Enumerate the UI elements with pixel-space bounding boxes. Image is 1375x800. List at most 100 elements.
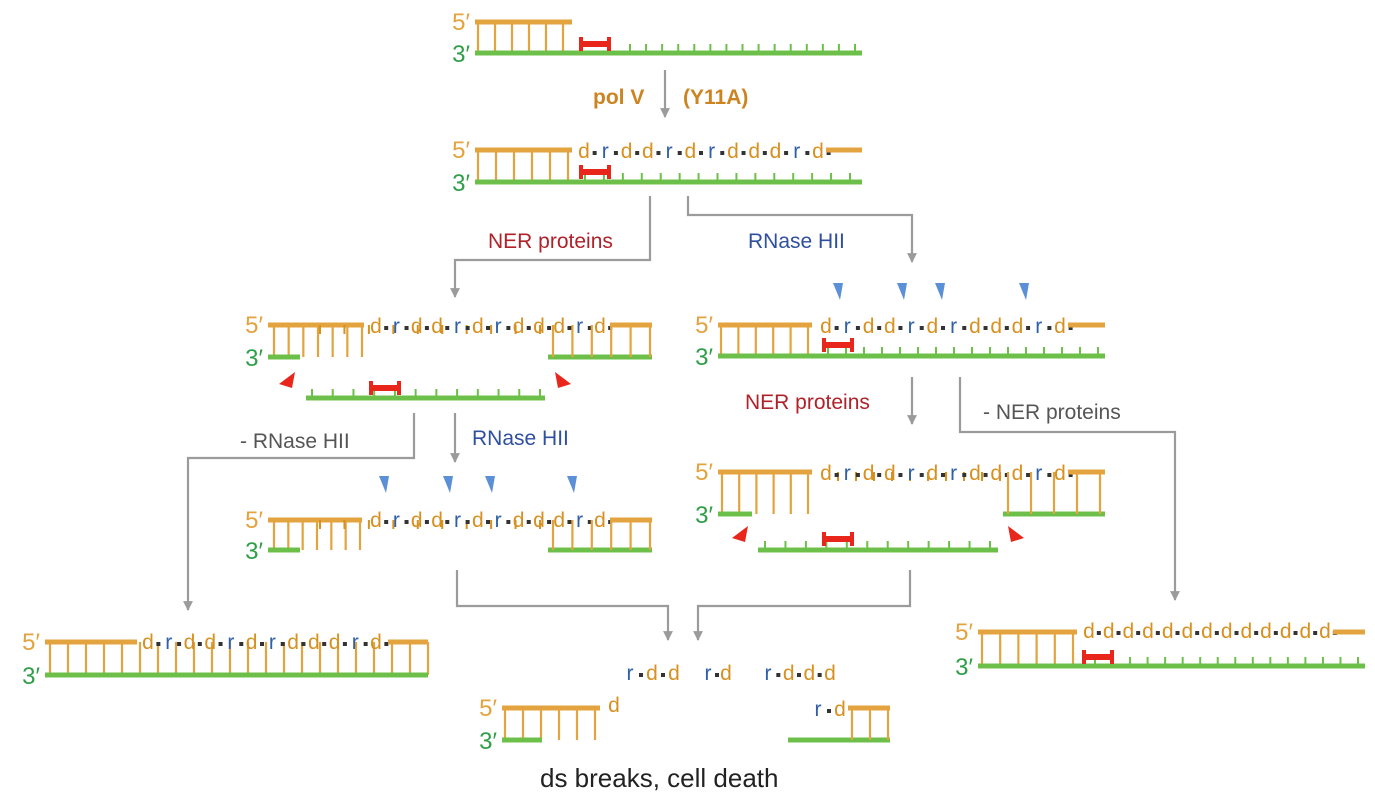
deoxynucleotide-d: d bbox=[608, 694, 620, 717]
phosphate-dot bbox=[322, 642, 327, 646]
phosphate-dot bbox=[218, 642, 223, 646]
deoxynucleotide-d: d bbox=[884, 315, 896, 338]
ribonucleotide-r: r bbox=[815, 698, 822, 721]
lesion-end bbox=[397, 381, 401, 395]
arrow-minus-ner bbox=[958, 377, 1180, 601]
lesion-crosslink bbox=[371, 385, 399, 391]
rnase-cleavage-marker bbox=[1019, 283, 1029, 300]
phosphate-dot bbox=[661, 673, 665, 677]
ribonucleotide-r: r bbox=[576, 509, 583, 532]
deoxynucleotide-d: d bbox=[820, 462, 832, 485]
deoxynucleotide-d: d bbox=[329, 631, 341, 654]
deoxynucleotide-d: d bbox=[533, 509, 545, 532]
three-prime-label: 3′ bbox=[479, 728, 497, 755]
deoxynucleotide-d: d bbox=[370, 509, 382, 532]
deoxynucleotide-d: d bbox=[748, 140, 760, 163]
deoxynucleotide-d: d bbox=[646, 662, 658, 685]
phosphate-dot bbox=[526, 520, 531, 524]
phosphate-dot bbox=[834, 473, 839, 477]
ribonucleotide-r: r bbox=[269, 631, 276, 654]
deoxynucleotide-d: d bbox=[472, 315, 484, 338]
phosphate-dot bbox=[1313, 631, 1318, 635]
rnase-cleavage-marker bbox=[379, 476, 389, 493]
arrow-rnase-right bbox=[686, 196, 917, 263]
lesion-end bbox=[850, 338, 854, 352]
deoxynucleotide-d: d bbox=[1260, 620, 1272, 643]
rnase-hii-label-mid: RNase HII bbox=[472, 427, 569, 450]
deoxynucleotide-d: d bbox=[990, 315, 1002, 338]
ribonucleotide-r: r bbox=[393, 315, 400, 338]
ribonucleotide-r: r bbox=[602, 140, 609, 163]
deoxynucleotide-d: d bbox=[1221, 620, 1233, 643]
ner-proteins-label-mid: NER proteins bbox=[745, 391, 870, 414]
deoxynucleotide-d: d bbox=[727, 140, 739, 163]
phosphate-dot bbox=[445, 326, 450, 330]
ribonucleotide-r: r bbox=[844, 462, 851, 485]
phosphate-dot bbox=[547, 326, 552, 330]
ribonucleotide-r: r bbox=[950, 462, 957, 485]
phosphate-dot bbox=[1195, 631, 1200, 635]
phosphate-dot bbox=[384, 520, 389, 524]
phosphate-dot bbox=[547, 520, 552, 524]
phosphate-dot bbox=[342, 642, 347, 646]
phosphate-dot bbox=[506, 520, 511, 524]
lesion-crosslink bbox=[824, 342, 852, 348]
phosphate-dot bbox=[197, 642, 202, 646]
ribonucleotide-r: r bbox=[908, 315, 915, 338]
deoxynucleotide-d: d bbox=[553, 315, 565, 338]
three-prime-label: 3′ bbox=[245, 345, 263, 372]
phosphate-dot bbox=[1047, 473, 1052, 477]
lesion-end bbox=[1110, 650, 1114, 664]
deoxynucleotide-d: d bbox=[431, 315, 443, 338]
ribonucleotide-r: r bbox=[908, 462, 915, 485]
deoxynucleotide-d: d bbox=[1162, 620, 1174, 643]
phosphate-dot bbox=[741, 151, 746, 155]
ribonucleotide-r: r bbox=[844, 315, 851, 338]
deoxynucleotide-d: d bbox=[1142, 620, 1154, 643]
lesion-end bbox=[850, 532, 854, 546]
ribonucleotide-r: r bbox=[708, 140, 715, 163]
phosphate-dot bbox=[699, 151, 703, 155]
deoxynucleotide-d: d bbox=[204, 631, 216, 654]
phosphate-dot bbox=[567, 520, 572, 524]
phosphate-dot bbox=[855, 326, 860, 330]
phosphate-dot bbox=[817, 673, 822, 677]
phosphate-dot bbox=[941, 326, 945, 330]
phosphate-dot bbox=[898, 473, 903, 477]
phosphate-dot bbox=[827, 709, 831, 713]
three-prime-label: 3′ bbox=[22, 663, 40, 690]
phosphate-dot bbox=[260, 642, 264, 646]
deoxynucleotide-d: d bbox=[642, 140, 654, 163]
lesion-crosslink bbox=[824, 536, 852, 542]
rnase-hii-label-right: RNase HII bbox=[748, 230, 845, 253]
deoxynucleotide-d: d bbox=[246, 631, 258, 654]
phosphate-dot bbox=[919, 326, 924, 330]
phosphate-dot bbox=[156, 642, 161, 646]
phosphate-dot bbox=[404, 326, 409, 330]
phosphate-dot bbox=[445, 520, 450, 524]
deoxynucleotide-d: d bbox=[685, 140, 697, 163]
deoxynucleotide-d: d bbox=[820, 315, 832, 338]
five-prime-label: 5′ bbox=[695, 312, 713, 339]
phosphate-dot bbox=[465, 326, 470, 330]
lesion-end bbox=[607, 37, 611, 51]
ribonucleotide-r: r bbox=[793, 140, 800, 163]
minus-ner-proteins-label: - NER proteins bbox=[983, 401, 1121, 424]
phosphate-dot bbox=[962, 326, 967, 330]
rnase-cleavage-marker bbox=[935, 283, 945, 300]
deoxynucleotide-d: d bbox=[513, 315, 525, 338]
phosphate-dot bbox=[898, 326, 903, 330]
rnase-cleavage-marker bbox=[897, 283, 907, 300]
phosphate-dot bbox=[983, 473, 988, 477]
ner-cleavage-marker bbox=[1008, 526, 1024, 542]
ribonucleotide-r: r bbox=[165, 631, 172, 654]
deoxynucleotide-d: d bbox=[863, 315, 875, 338]
lesion-end bbox=[579, 37, 583, 51]
three-prime-label: 3′ bbox=[452, 170, 470, 197]
